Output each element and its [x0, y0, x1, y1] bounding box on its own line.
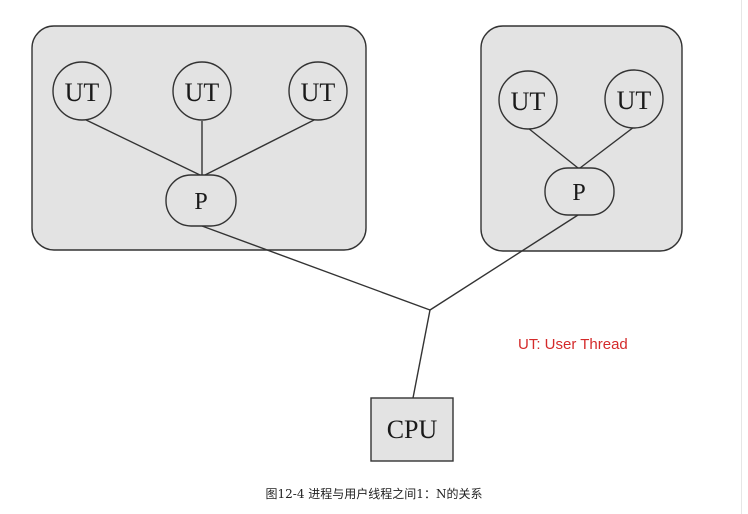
- figure-caption: 图12-4 进程与用户线程之间1：N的关系: [266, 486, 483, 501]
- legend-note: UT: User Thread: [518, 336, 628, 353]
- user-thread-node: UT: [172, 61, 232, 121]
- line-ut1-p-left: [81, 117, 201, 176]
- line-ut5-p-right: [579, 126, 635, 169]
- process-container-left: [31, 25, 367, 251]
- user-thread-label: UT: [617, 86, 652, 115]
- process-node-left: P: [165, 174, 237, 227]
- user-thread-node: UT: [288, 61, 348, 121]
- cpu-label: CPU: [387, 415, 438, 444]
- page-edge-line: [741, 0, 742, 514]
- user-thread-node: UT: [604, 69, 664, 129]
- line-ut4-p-right: [527, 127, 579, 169]
- process-label: P: [194, 189, 207, 215]
- user-thread-label: UT: [301, 78, 336, 107]
- process-node-right: P: [544, 167, 615, 216]
- user-thread-label: UT: [511, 87, 546, 116]
- user-thread-label: UT: [65, 78, 100, 107]
- user-thread-node: UT: [498, 70, 558, 130]
- line-p-right-junction: [429, 214, 579, 311]
- line-p-left-junction: [201, 225, 431, 311]
- connector-lines: [81, 117, 635, 399]
- line-ut3-p-left: [204, 117, 319, 176]
- line-junction-cpu: [412, 309, 431, 399]
- user-thread-node: UT: [52, 61, 112, 121]
- cpu-node: CPU: [370, 397, 454, 462]
- user-thread-label: UT: [185, 78, 220, 107]
- process-container-right: [480, 25, 683, 252]
- process-label: P: [572, 180, 585, 206]
